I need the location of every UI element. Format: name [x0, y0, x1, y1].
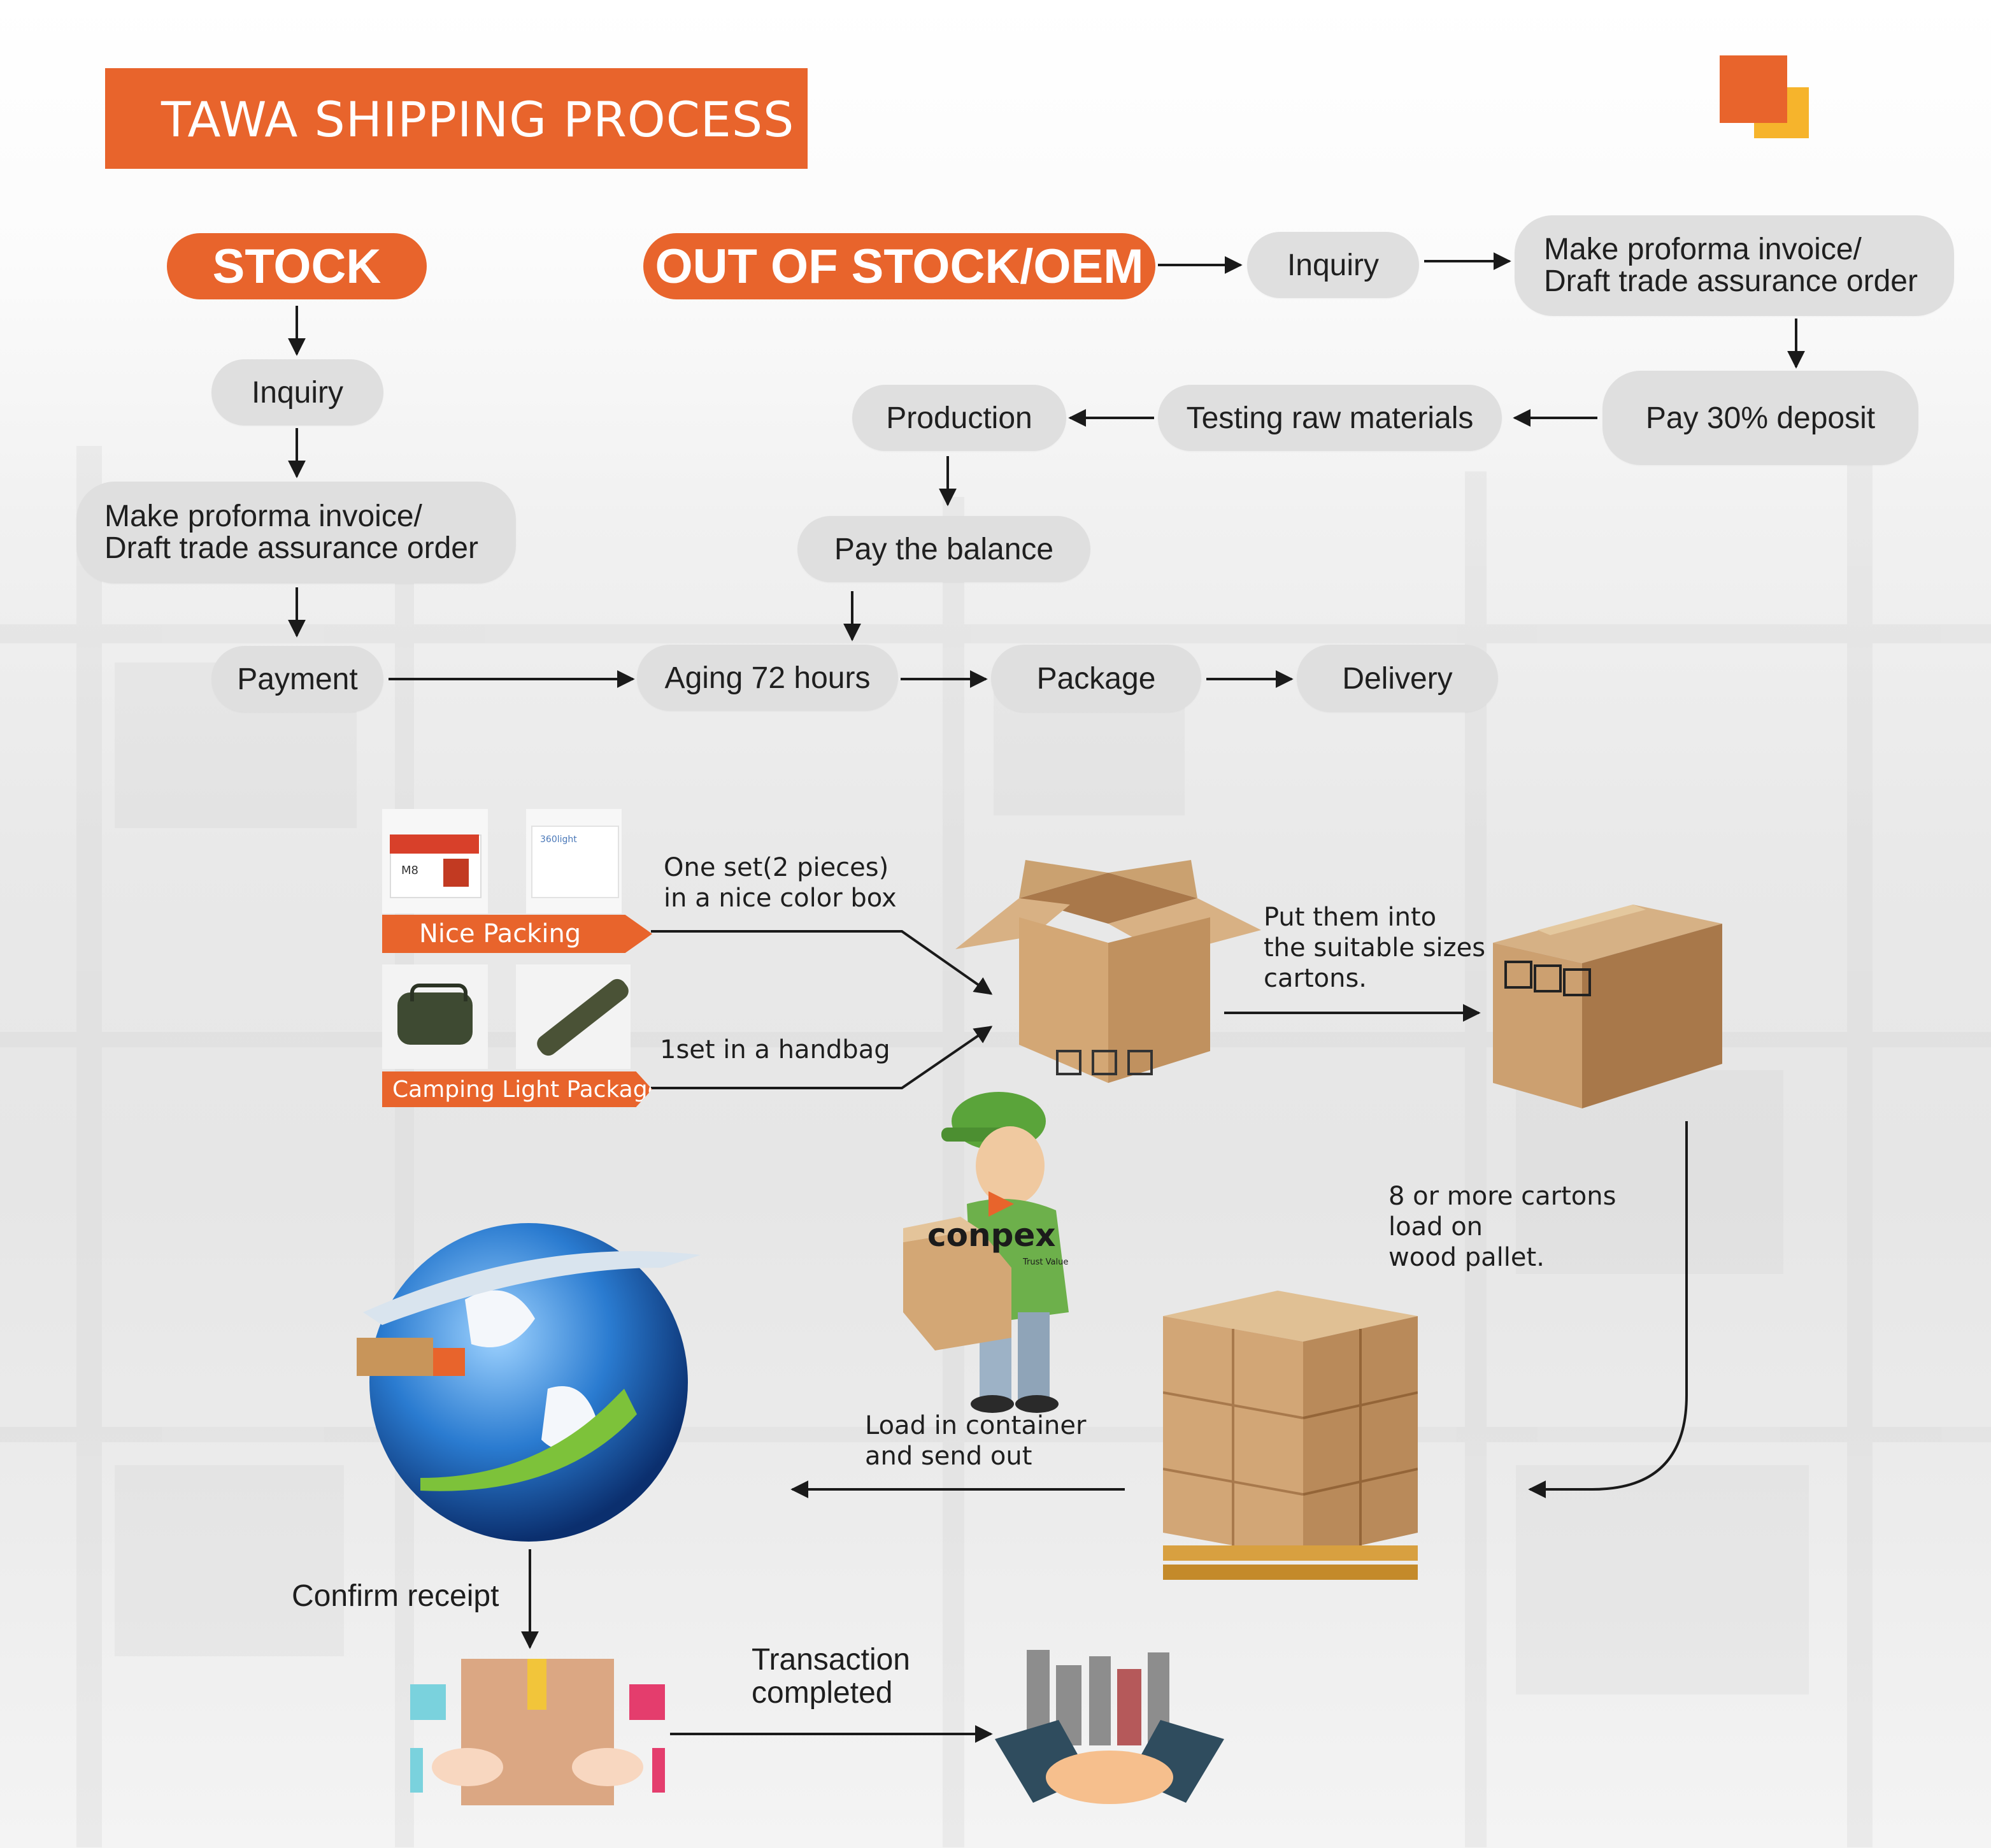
- stock-invoice-line1: Make proforma invoice/: [104, 499, 422, 533]
- delivery-worker-icon: [903, 1092, 1069, 1413]
- product-box-text: M8: [401, 864, 418, 877]
- pallet-text-line3: wood pallet.: [1388, 1243, 1545, 1272]
- camping-bag-image: [382, 964, 488, 1069]
- conpex-logo-text: conpex: [927, 1217, 1056, 1254]
- confirm-receipt-text: Confirm receipt: [292, 1579, 499, 1613]
- globe-shipping-icon: [357, 1223, 701, 1542]
- handshake-city-icon: [995, 1650, 1224, 1804]
- package-step: Package: [991, 645, 1201, 712]
- pallet-cartons-icon: [1163, 1291, 1418, 1580]
- camping-light-package-tag: Camping Light Package: [382, 1071, 652, 1107]
- delivery-step: Delivery: [1297, 645, 1498, 712]
- oem-production-step: Production: [852, 385, 1066, 451]
- nice-packing-tag: Nice Packing: [382, 915, 652, 953]
- aging-step: Aging 72 hours: [637, 645, 898, 711]
- color-box-text-line1: One set(2 pieces): [664, 853, 889, 882]
- pallet-text-line1: 8 or more cartons: [1388, 1182, 1616, 1211]
- out-of-stock-oem-label: OUT OF STOCK/OEM: [643, 233, 1155, 299]
- oem-balance-step: Pay the balance: [797, 516, 1090, 582]
- container-text-line2: and send out: [865, 1442, 1032, 1471]
- cartons-text-line3: cartons.: [1264, 964, 1367, 993]
- corner-logo-mark: [1720, 55, 1810, 140]
- title-banner: TAWA SHIPPING PROCESS: [105, 68, 808, 169]
- stock-payment-step: Payment: [211, 646, 383, 712]
- product-box2-text: 360light: [540, 834, 577, 845]
- hands-box-icon: [410, 1659, 665, 1805]
- oem-inquiry-step: Inquiry: [1247, 232, 1419, 298]
- conpex-logo-tagline: Trust Value: [1023, 1257, 1069, 1267]
- handbag-text: 1set in a handbag: [660, 1035, 890, 1064]
- oem-deposit-step: Pay 30% deposit: [1602, 371, 1918, 465]
- container-text-line1: Load in container: [865, 1411, 1087, 1440]
- page-title: TAWA SHIPPING PROCESS: [161, 91, 795, 148]
- oem-invoice-line1: Make proforma invoice/: [1544, 233, 1862, 266]
- color-box-text-line2: in a nice color box: [664, 884, 897, 913]
- stock-invoice-line2: Draft trade assurance order: [104, 531, 478, 565]
- stock-invoice-step: Make proforma invoice/ Draft trade assur…: [76, 482, 516, 584]
- stock-label: STOCK: [167, 233, 427, 299]
- oem-invoice-line2: Draft trade assurance order: [1544, 264, 1918, 298]
- open-carton-icon: [955, 860, 1261, 1083]
- cartons-text-line2: the suitable sizes: [1264, 933, 1486, 963]
- camping-light-image: [516, 964, 632, 1069]
- closed-carton-icon: [1493, 905, 1722, 1108]
- product-white-box-image: 360light: [526, 809, 622, 913]
- oem-testing-step: Testing raw materials: [1158, 385, 1502, 451]
- transaction-completed-line2: completed: [752, 1676, 893, 1710]
- pallet-text-line2: load on: [1388, 1212, 1483, 1242]
- oem-invoice-step: Make proforma invoice/ Draft trade assur…: [1515, 215, 1954, 316]
- cartons-text-line1: Put them into: [1264, 903, 1437, 932]
- conpex-logo: conpex Trust Value: [927, 1191, 1080, 1268]
- transaction-completed-line1: Transaction: [752, 1643, 910, 1677]
- product-color-box-image: M8: [382, 809, 488, 913]
- stock-inquiry-step: Inquiry: [211, 359, 383, 426]
